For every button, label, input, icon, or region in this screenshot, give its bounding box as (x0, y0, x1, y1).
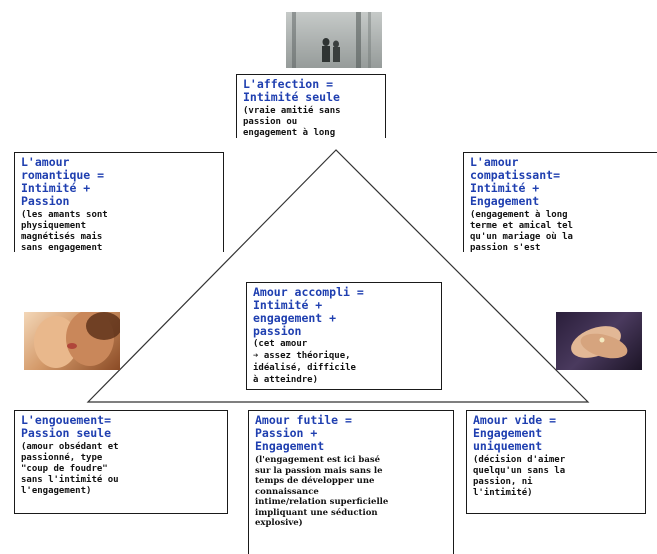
futile-desc: (l'engagement est ici basé sur la passio… (255, 455, 389, 528)
compatissant-title: L'amour compatissant= Intimité + Engagem… (470, 155, 561, 208)
futile-title: Amour futile = Passion + Engagement (255, 413, 352, 453)
node-compatissant: L'amour compatissant= Intimité + Engagem… (463, 152, 657, 252)
accompli-desc: (cet amour ➔ assez théorique, idéalisé, … (253, 339, 356, 385)
engouement-title: L'engouement= Passion seule (21, 413, 112, 440)
node-affection: L'affection = Intimité seule (vraie amit… (236, 74, 386, 138)
kissing-couple-photo (24, 312, 120, 370)
compatissant-desc: (engagement à long terme et amical tel q… (470, 210, 573, 252)
node-romantique: L'amour romantique = Intimité + Passion … (14, 152, 224, 252)
affection-desc: (vraie amitié sans passion ou engagement… (243, 106, 341, 138)
accompli-title-head: Amour accompli = Intimité + engagement +… (253, 285, 364, 338)
affection-title: L'affection = Intimité seule (243, 77, 340, 104)
vide-title: Amour vide = Engagement uniquement (473, 413, 557, 453)
node-vide: Amour vide = Engagement uniquement (déci… (466, 410, 646, 514)
node-accompli: Amour accompli = Intimité + engagement +… (246, 282, 442, 390)
love-triangle (86, 149, 590, 403)
holding-hands-photo (556, 312, 642, 370)
romantique-title: L'amour romantique = Intimité + Passion (21, 155, 105, 208)
node-futile: Amour futile = Passion + Engagement (l'e… (248, 410, 454, 554)
node-engouement: L'engouement= Passion seule (amour obséd… (14, 410, 228, 514)
vide-desc: (décision d'aimer quelqu'un sans la pass… (473, 455, 566, 498)
foggy-walkers-photo (286, 12, 382, 68)
romantique-desc: (les amants sont physiquement magnétisés… (21, 210, 108, 252)
engouement-desc: (amour obsédant et passionné, type "coup… (21, 442, 119, 496)
